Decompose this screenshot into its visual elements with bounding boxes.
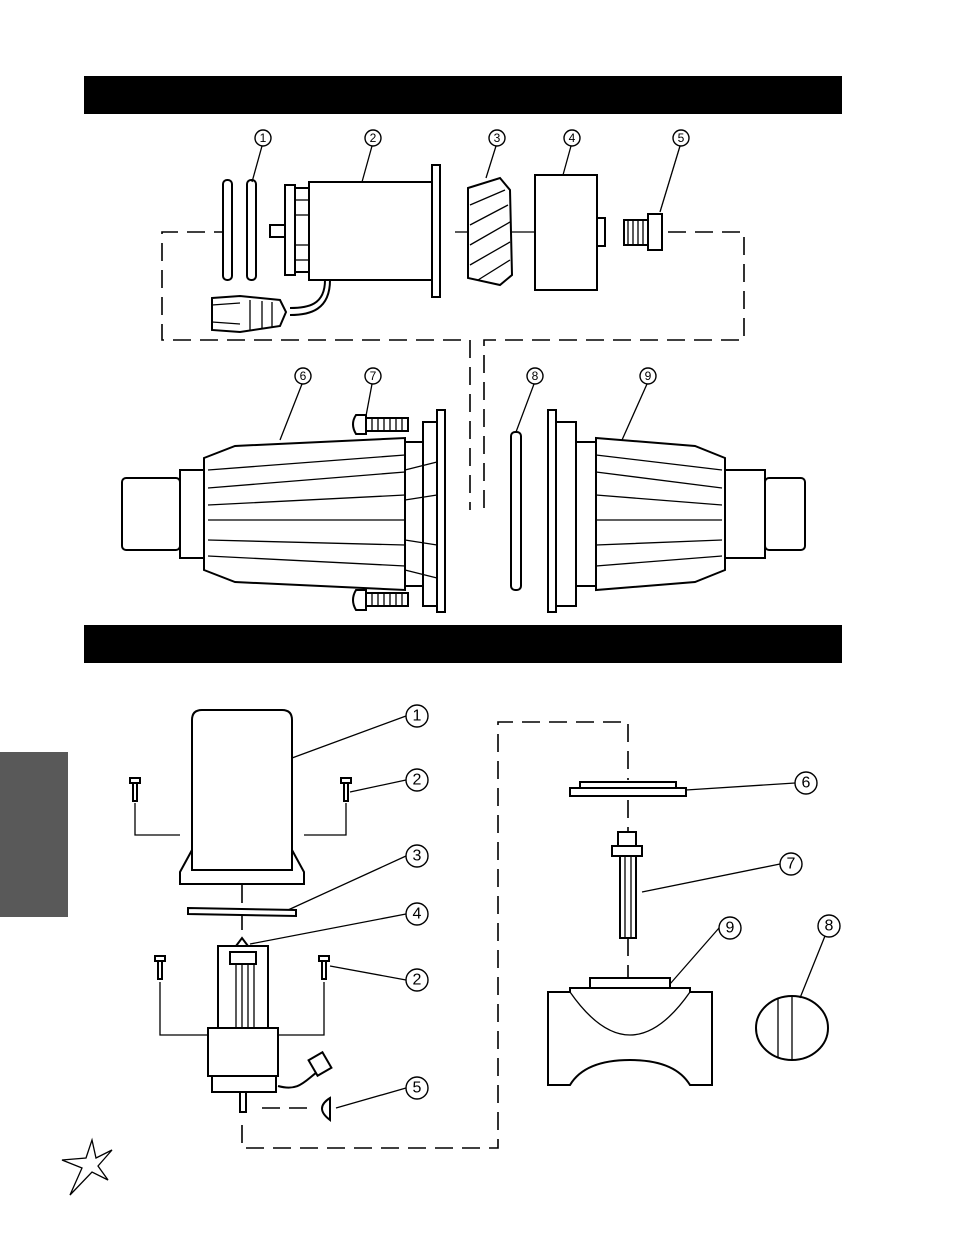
callout-bottom-4: 4 bbox=[406, 903, 428, 925]
right-housing bbox=[548, 410, 805, 612]
callout-top-2: 2 bbox=[365, 130, 381, 146]
svg-text:9: 9 bbox=[645, 369, 652, 383]
svg-text:1: 1 bbox=[413, 708, 422, 725]
callout-top-9: 9 bbox=[640, 368, 656, 384]
solenoid-coil bbox=[208, 938, 331, 1112]
callout-top-3: 3 bbox=[489, 130, 505, 146]
cover-housing bbox=[180, 710, 304, 884]
svg-text:7: 7 bbox=[787, 856, 796, 873]
o-ring-pair bbox=[223, 180, 256, 280]
svg-text:1: 1 bbox=[260, 131, 267, 145]
strainer-cap bbox=[756, 996, 828, 1060]
svg-text:3: 3 bbox=[494, 131, 501, 145]
svg-text:6: 6 bbox=[802, 775, 811, 792]
svg-text:6: 6 bbox=[300, 369, 307, 383]
callout-bottom-5: 5 bbox=[406, 1077, 428, 1099]
callout-bottom-2a: 2 bbox=[406, 769, 428, 791]
cover-gasket bbox=[188, 908, 296, 916]
svg-text:2: 2 bbox=[413, 772, 422, 789]
svg-text:8: 8 bbox=[532, 369, 539, 383]
callout-top-8: 8 bbox=[527, 368, 543, 384]
impeller bbox=[455, 178, 535, 285]
callout-top-4: 4 bbox=[564, 130, 580, 146]
top-assembly bbox=[122, 146, 805, 612]
svg-text:3: 3 bbox=[413, 848, 422, 865]
svg-text:7: 7 bbox=[370, 369, 377, 383]
left-housing bbox=[122, 410, 445, 612]
callout-bottom-3: 3 bbox=[406, 845, 428, 867]
valve-body bbox=[548, 978, 712, 1085]
callout-bottom-9: 9 bbox=[719, 917, 741, 939]
plunger bbox=[612, 832, 642, 938]
callout-bottom-8: 8 bbox=[818, 915, 840, 937]
gasket-ring bbox=[511, 432, 521, 590]
valve-seat bbox=[570, 782, 686, 796]
svg-text:2: 2 bbox=[370, 131, 377, 145]
callout-bottom-2b: 2 bbox=[406, 969, 428, 991]
callout-bottom-6: 6 bbox=[795, 772, 817, 794]
callout-top-5: 5 bbox=[673, 130, 689, 146]
callout-bottom-7: 7 bbox=[780, 853, 802, 875]
callout-top-7: 7 bbox=[365, 368, 381, 384]
plunger-cap bbox=[322, 1098, 330, 1120]
callout-top-1: 1 bbox=[255, 130, 271, 146]
svg-text:5: 5 bbox=[678, 131, 685, 145]
bolt bbox=[624, 214, 662, 250]
svg-text:8: 8 bbox=[825, 918, 834, 935]
svg-text:4: 4 bbox=[569, 131, 576, 145]
svg-text:9: 9 bbox=[726, 920, 735, 937]
svg-text:4: 4 bbox=[413, 906, 422, 923]
callout-bottom-1: 1 bbox=[406, 705, 428, 727]
svg-text:2: 2 bbox=[413, 972, 422, 989]
pump-housing-block bbox=[535, 175, 605, 290]
svg-text:5: 5 bbox=[413, 1080, 422, 1097]
star-logo-icon bbox=[62, 1140, 112, 1195]
callout-top-6: 6 bbox=[295, 368, 311, 384]
